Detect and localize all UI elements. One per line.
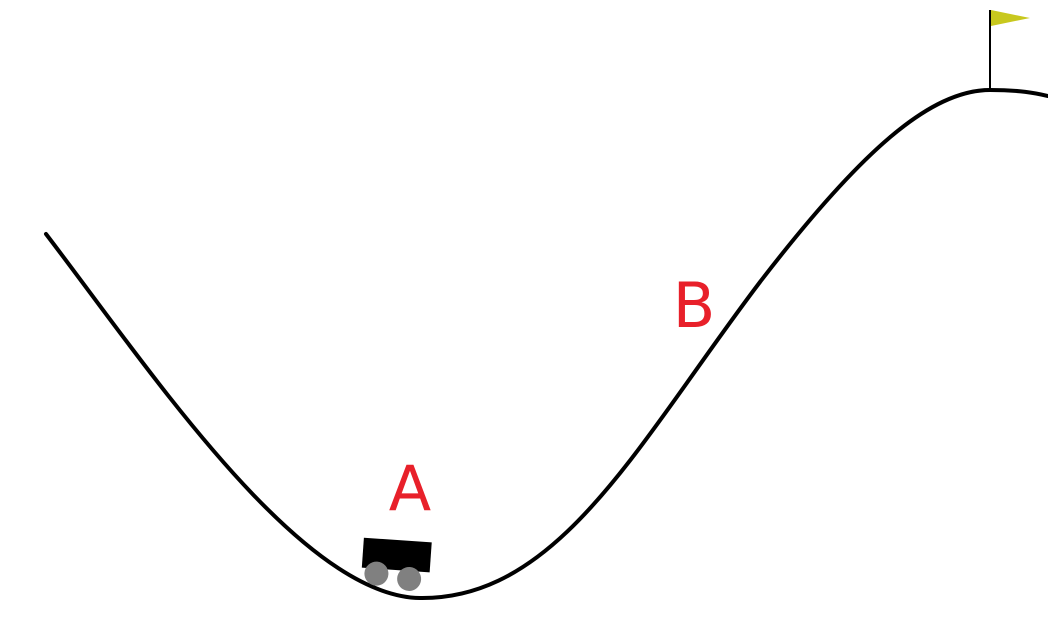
car-wheel-right: [397, 566, 422, 591]
car: [361, 537, 432, 591]
label-a: A: [389, 452, 431, 525]
label-b: B: [673, 269, 716, 342]
car-wheel-left: [364, 561, 389, 586]
flag-icon: [991, 10, 1030, 26]
goal-flag: [989, 10, 1030, 90]
mountain-track: [44, 87, 1048, 601]
